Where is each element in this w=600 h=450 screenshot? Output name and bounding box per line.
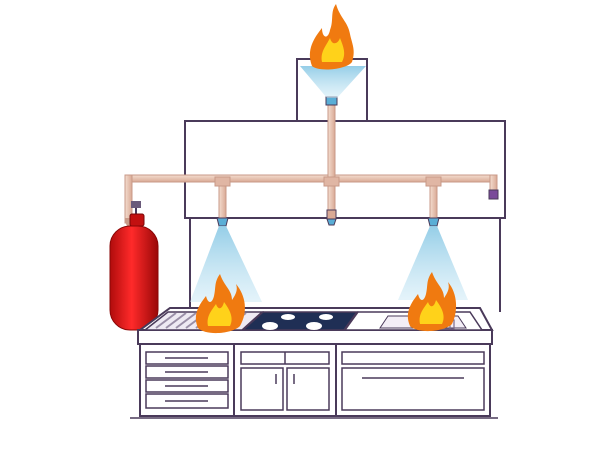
burner-icon <box>319 314 333 320</box>
extinguisher-cylinder-icon <box>109 201 159 331</box>
left-spray-cone <box>190 226 262 302</box>
burner-icon <box>306 322 322 330</box>
left-spray-nozzle-icon <box>216 217 229 227</box>
duct-spray-nozzle-icon <box>325 96 338 106</box>
fryer-fire-icon <box>407 272 457 332</box>
right-spray-cone <box>398 226 468 300</box>
kitchen-hood <box>184 120 506 312</box>
drawer-stack <box>145 351 229 409</box>
burner-icon <box>281 314 295 320</box>
duct-spray-cone <box>300 66 366 98</box>
duct-fire-icon <box>309 4 354 70</box>
burner-icon <box>262 322 278 330</box>
center-spray-nozzle-icon <box>326 209 337 226</box>
oven-door <box>341 351 485 411</box>
cooktop-range <box>241 311 359 331</box>
valve-icon <box>488 189 499 200</box>
grill-fire-icon <box>195 274 245 334</box>
right-spray-nozzle-icon <box>427 217 440 227</box>
cabinet-doors <box>240 351 330 411</box>
